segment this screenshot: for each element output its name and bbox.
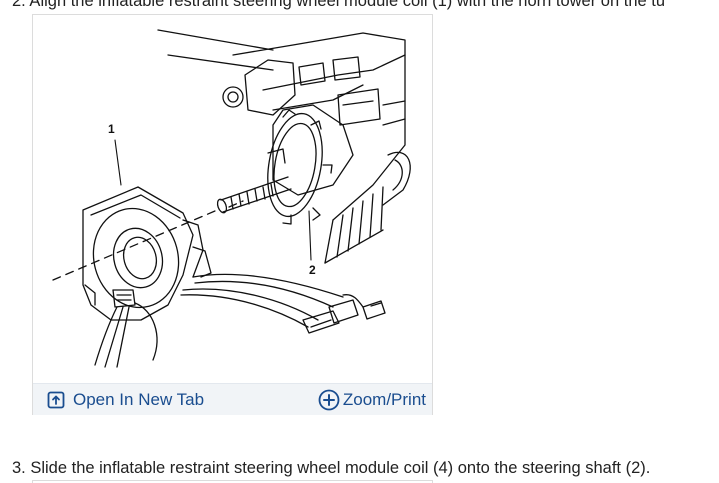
open-in-new-tab-label: Open In New Tab [73, 390, 205, 409]
external-tab-icon [47, 391, 65, 409]
figure-container: 1 2 Open In New Tab Zoom/Print [32, 14, 433, 415]
callout-1-label: 1 [108, 122, 115, 136]
open-in-new-tab-button[interactable]: Open In New Tab [47, 388, 204, 412]
figure-toolbar: Open In New Tab Zoom/Print [33, 383, 432, 415]
steering-coil-diagram: 1 2 [52, 29, 411, 368]
next-figure-edge [32, 480, 433, 483]
step-3-text: 3. Slide the inflatable restraint steeri… [12, 459, 651, 477]
zoom-print-button[interactable]: Zoom/Print [318, 388, 426, 412]
step-2-text: 2. Align the inflatable restraint steeri… [12, 0, 666, 10]
zoom-print-label: Zoom/Print [342, 390, 426, 409]
callout-2-label: 2 [309, 263, 316, 277]
circle-plus-icon [318, 389, 340, 411]
